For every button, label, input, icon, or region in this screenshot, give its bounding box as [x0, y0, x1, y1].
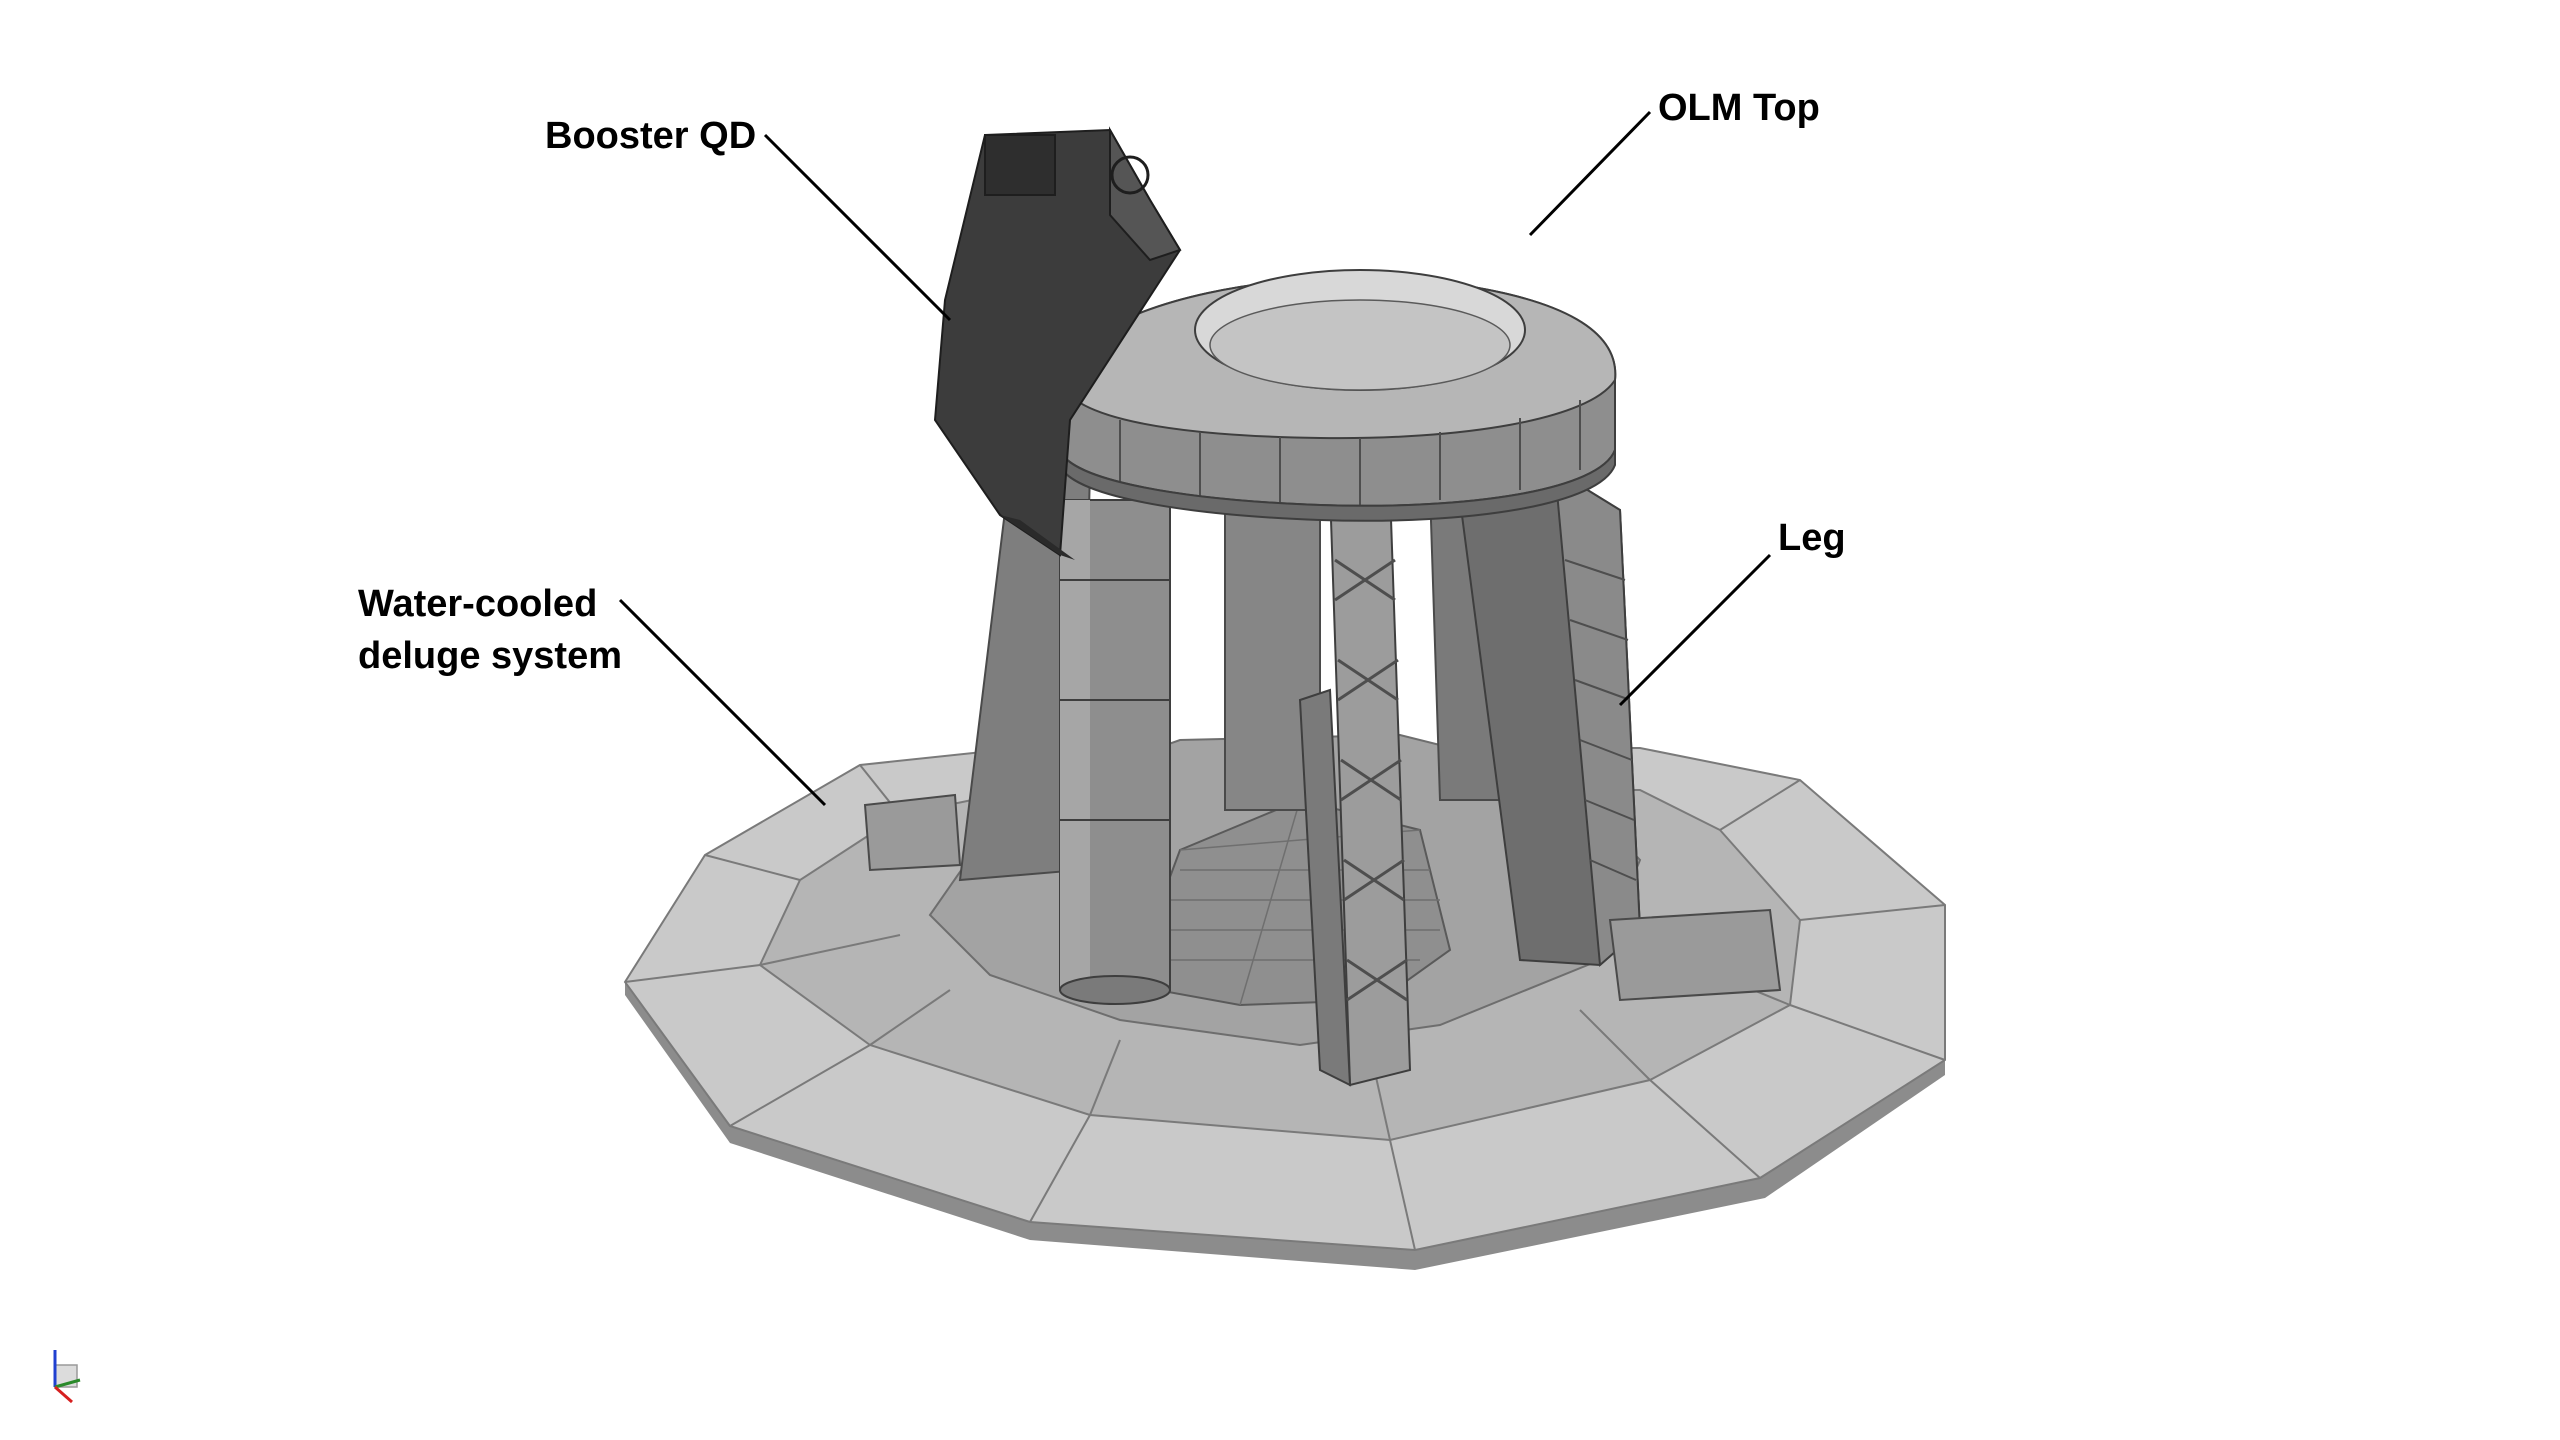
callout-olm-top: OLM Top	[1658, 82, 1820, 134]
callout-booster-qd-text: Booster QD	[545, 115, 757, 157]
lattice-tower	[1298, 489, 1412, 1087]
callout-leg-text: Leg	[1778, 517, 1846, 559]
leg-foot-left	[863, 793, 962, 872]
leg-front-right-rungs	[1564, 559, 1637, 881]
booster-qd-head	[984, 134, 1056, 196]
axis-triad-icon	[53, 1350, 81, 1404]
leader-line-olm-top	[1528, 110, 1652, 237]
leader-line-leg	[1618, 553, 1772, 707]
leader-line-booster-qd	[763, 133, 952, 322]
leg-foot-right	[1608, 908, 1782, 1002]
olm-ring-underside	[1059, 449, 1616, 522]
legs	[863, 468, 1782, 1087]
deluge-pipe-column	[1059, 499, 1171, 1005]
callout-leg: Leg	[1778, 512, 1846, 564]
olm-ring-segments	[1119, 400, 1581, 505]
booster-qd	[933, 126, 1182, 560]
callout-deluge-system: Water-cooled deluge system	[358, 578, 622, 682]
callout-olm-top-text: OLM Top	[1658, 87, 1820, 129]
launch-pad-base	[623, 733, 1946, 1270]
leader-lines	[618, 110, 1772, 807]
leader-line-deluge	[618, 598, 827, 807]
olm-top-ring	[1058, 269, 1617, 522]
callout-deluge-line2: deluge system	[358, 635, 622, 677]
callout-deluge-line1: Water-cooled	[358, 583, 598, 625]
callout-booster-qd: Booster QD	[545, 110, 756, 162]
